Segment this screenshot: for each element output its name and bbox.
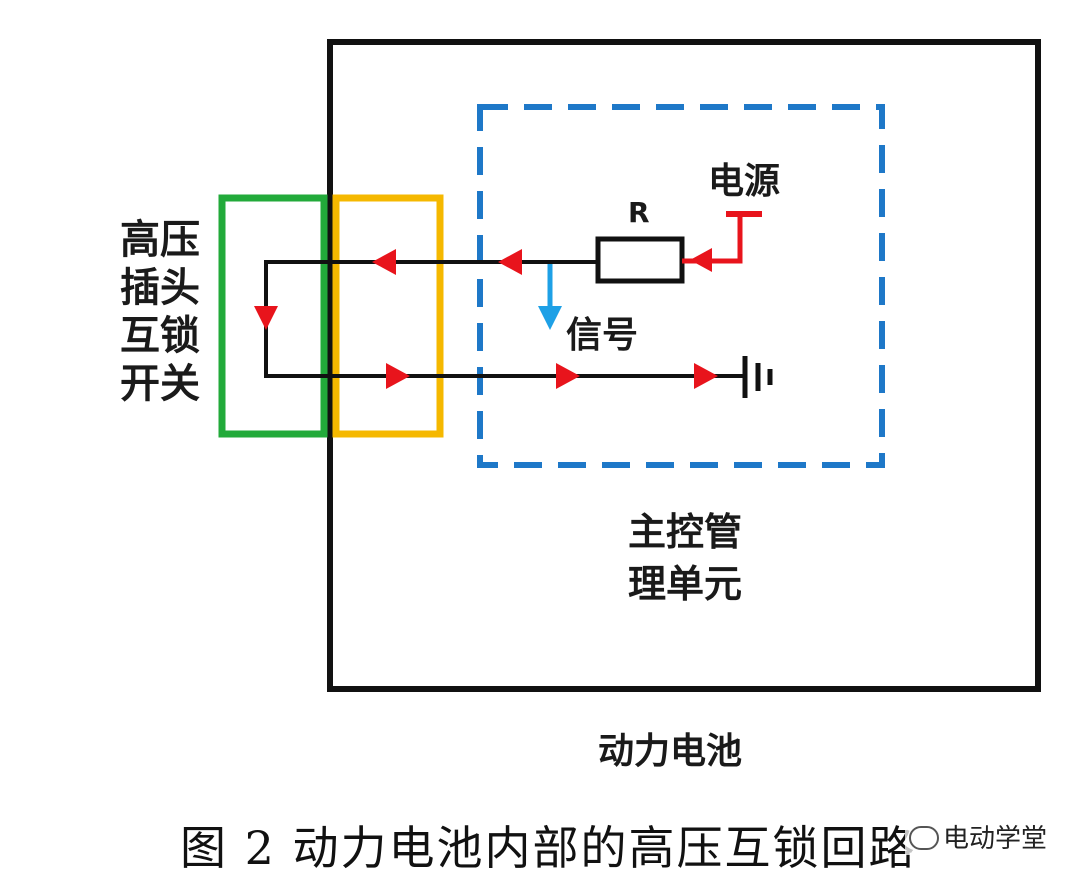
power-source-label: 电源: [708, 161, 781, 202]
watermark: 电动学堂: [905, 818, 1052, 855]
signal-label: 信号: [566, 315, 639, 356]
current-arrow: [386, 363, 410, 389]
hv-plug-switch-label-line: 互锁: [120, 313, 200, 359]
signal-arrow: [538, 264, 562, 330]
ground-symbol: [742, 356, 773, 398]
current-arrows: [254, 248, 718, 389]
main-control-unit-box: [477, 104, 885, 468]
hv-plug-switch-box: [218, 194, 328, 438]
hv-plug-switch-label-line: 插头: [120, 265, 200, 311]
current-arrow: [556, 363, 580, 389]
watermark-text: 电动学堂: [943, 824, 1048, 854]
power-battery-box: [327, 39, 1041, 692]
hv-plug-switch-label-line: 高压: [120, 217, 200, 263]
current-arrow: [498, 249, 522, 275]
current-arrow: [372, 249, 396, 275]
main-control-unit-label: 主控管 理单元: [628, 506, 742, 610]
main-control-unit-label-line: 主控管: [628, 510, 743, 554]
hv-plug-switch-label: 高压 插头 互锁 开关: [120, 216, 200, 408]
power-battery-label: 动力电池: [598, 731, 743, 772]
connector-box: [332, 194, 444, 438]
current-arrow: [690, 248, 712, 272]
main-control-unit-label-line: 理单元: [628, 562, 743, 606]
current-arrow: [254, 306, 278, 330]
wechat-icon: [909, 826, 939, 850]
hv-plug-switch-label-line: 开关: [120, 361, 200, 407]
resistor-label: R: [628, 196, 650, 229]
current-arrow: [694, 363, 718, 389]
figure-caption: 图 2 动力电池内部的高压互锁回路: [180, 821, 917, 875]
resistor: [595, 236, 685, 284]
